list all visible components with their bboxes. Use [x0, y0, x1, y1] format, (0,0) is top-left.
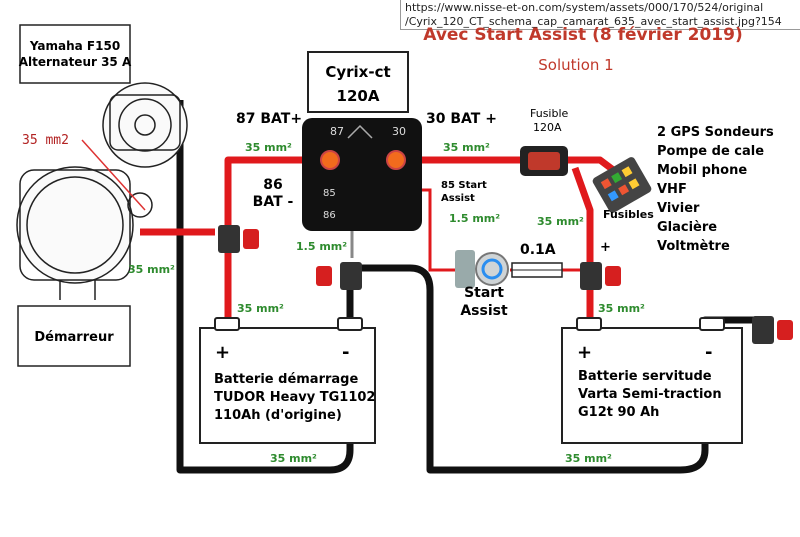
alternator-rating: Alternateur 35 A — [19, 55, 132, 69]
negative-wires — [176, 100, 760, 474]
cyrix-model: Cyrix-ct — [325, 63, 390, 81]
alternator-title: Yamaha F150 — [29, 39, 120, 53]
load-item: 2 GPS Sondeurs — [657, 125, 774, 140]
bat86-label-2: BAT - — [253, 194, 294, 210]
battery-left-minus: - — [342, 342, 349, 363]
starter-box — [17, 305, 131, 367]
red-annotation-arrow — [81, 139, 146, 211]
start-assist-85-label-1: 85 Start — [441, 180, 487, 191]
main-fuse-holder — [520, 146, 568, 176]
fuse-to-bus-wire — [571, 166, 594, 262]
battery-right-plus: + — [577, 342, 592, 363]
terminal-85-marking: 85 — [323, 188, 336, 199]
wire-85-gauge: 1.5 mm² — [449, 212, 500, 225]
alt-wire-gauge: 35 mm² — [128, 263, 175, 276]
battery-right-minus: - — [705, 342, 712, 363]
main-fuse-label-2: 120A — [533, 121, 562, 134]
bat30-label: 30 BAT + — [426, 111, 497, 127]
cyrix-rating: 120A — [337, 87, 380, 105]
terminal-30-stud — [386, 150, 406, 170]
negative-bus-wire — [350, 264, 760, 474]
battery-right-model: Varta Semi-traction — [578, 387, 722, 402]
battery-right-capacity: G12t 90 Ah — [578, 405, 659, 420]
left-bat-wire-gauge: 35 mm² — [237, 302, 284, 315]
wire-87 — [224, 156, 320, 225]
battery-left-name: Batterie démarrage — [214, 372, 358, 387]
cyrix-relay-body — [302, 118, 422, 231]
diagram-subtitle: Solution 1 — [538, 56, 613, 74]
wire-86-gauge: 1.5 mm² — [296, 240, 347, 253]
load-list: 2 GPS Sondeurs Pompe de cale Mobil phone… — [657, 125, 774, 254]
battery-left-capacity: 110Ah (d'origine) — [214, 408, 342, 423]
main-fuse-label-1: Fusible — [530, 107, 569, 120]
terminal-30-marking: 30 — [392, 125, 406, 138]
plus-sign-label: + — [600, 240, 611, 255]
battery-left-model: TUDOR Heavy TG1102 — [214, 390, 375, 405]
load-item: Voltmètre — [657, 239, 730, 254]
url-line-1: https://www.nisse-et-on.com/system/asset… — [405, 1, 764, 14]
cyrix-label-box — [307, 51, 409, 113]
load-item: Mobil phone — [657, 163, 747, 178]
battery-switch-middle — [316, 262, 362, 290]
terminal-86-marking: 86 — [323, 210, 336, 221]
right-bat-wire-gauge: 35 mm² — [598, 302, 645, 315]
wire-87-gauge: 35 mm² — [245, 141, 292, 154]
battery-right — [561, 317, 743, 444]
wire-30-gauge: 35 mm² — [443, 141, 490, 154]
terminal-87-stud — [320, 150, 340, 170]
battery-left-plus: + — [215, 342, 230, 363]
start-assist-label-1: Start — [464, 285, 504, 301]
bottom-right-wire-gauge: 35 mm² — [565, 452, 612, 465]
relay-symbol — [347, 124, 373, 139]
load-item: Vivier — [657, 201, 700, 216]
diagram-title: Avec Start Assist (8 février 2019) — [423, 25, 742, 45]
bottom-left-wire-gauge: 35 mm² — [270, 452, 317, 465]
start-assist-button — [455, 250, 509, 288]
inline-fuse-label: 0.1A — [520, 242, 556, 258]
url-banner: https://www.nisse-et-on.com/system/asset… — [400, 0, 800, 30]
battery-switch-far-right — [752, 316, 793, 344]
bat86-label-1: 86 — [263, 177, 282, 193]
start-assist-label-2: Assist — [460, 303, 508, 319]
start-assist-85-label-2: Assist — [441, 193, 475, 204]
alternator-drawing — [16, 82, 188, 300]
terminal-87-marking: 87 — [330, 125, 344, 138]
fuse-box-label: Fusibles — [603, 208, 654, 221]
url-line-2: /Cyrix_120_CT_schema_cap_camarat_635_ave… — [405, 15, 782, 28]
right-vert-wire-gauge: 35 mm² — [537, 215, 584, 228]
load-item: VHF — [657, 182, 687, 197]
alternator-label-box — [19, 24, 131, 84]
battery-right-name: Batterie servitude — [578, 369, 712, 384]
load-item: Glacière — [657, 220, 717, 235]
bat87-label: 87 BAT+ — [236, 111, 302, 127]
starter-label: Démarreur — [34, 330, 114, 345]
battery-switch-right — [580, 262, 621, 290]
battery-left — [199, 317, 376, 444]
fuse-box — [592, 157, 652, 213]
alt-negative-wire — [176, 100, 354, 474]
load-item: Pompe de cale — [657, 144, 764, 159]
red-35mm2-label: 35 mm2 — [22, 133, 69, 148]
battery-switch-left — [218, 225, 259, 253]
